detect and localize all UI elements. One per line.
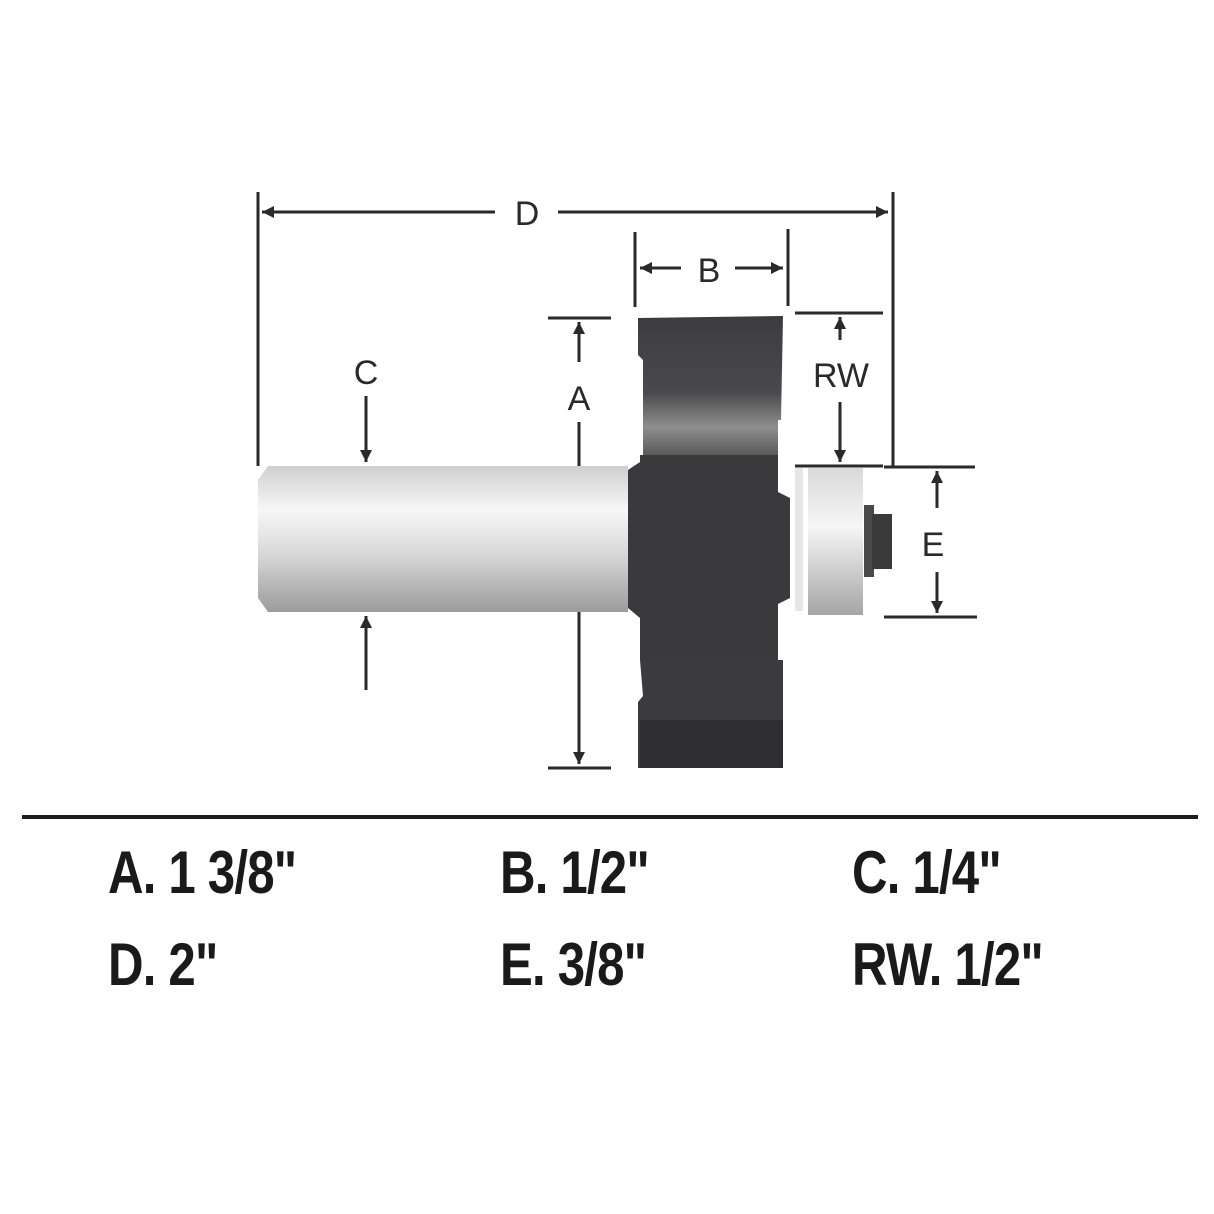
spec-e: E. 3/8" [500,931,647,998]
dimension-lines [256,192,977,770]
arrow-heads [262,206,943,764]
divider [22,815,1198,819]
router-bit-diagram: D B A C RW E [256,192,977,770]
shank [258,466,628,612]
spec-b: B. 1/2" [500,839,650,906]
spec-d: D. 2" [108,931,218,998]
spec-rw: RW. 1/2" [852,931,1044,998]
bearing [795,468,892,615]
dim-label-a: A [568,380,591,418]
cutter-body [628,316,790,768]
spec-a: A. 1 3/8" [108,839,297,906]
dim-label-c: C [354,354,379,392]
dim-label-rw: RW [813,357,869,395]
spec-c: C. 1/4" [852,839,1002,906]
dim-label-e: E [922,526,945,564]
dim-label-b: B [698,252,721,290]
dim-label-d: D [515,195,540,233]
